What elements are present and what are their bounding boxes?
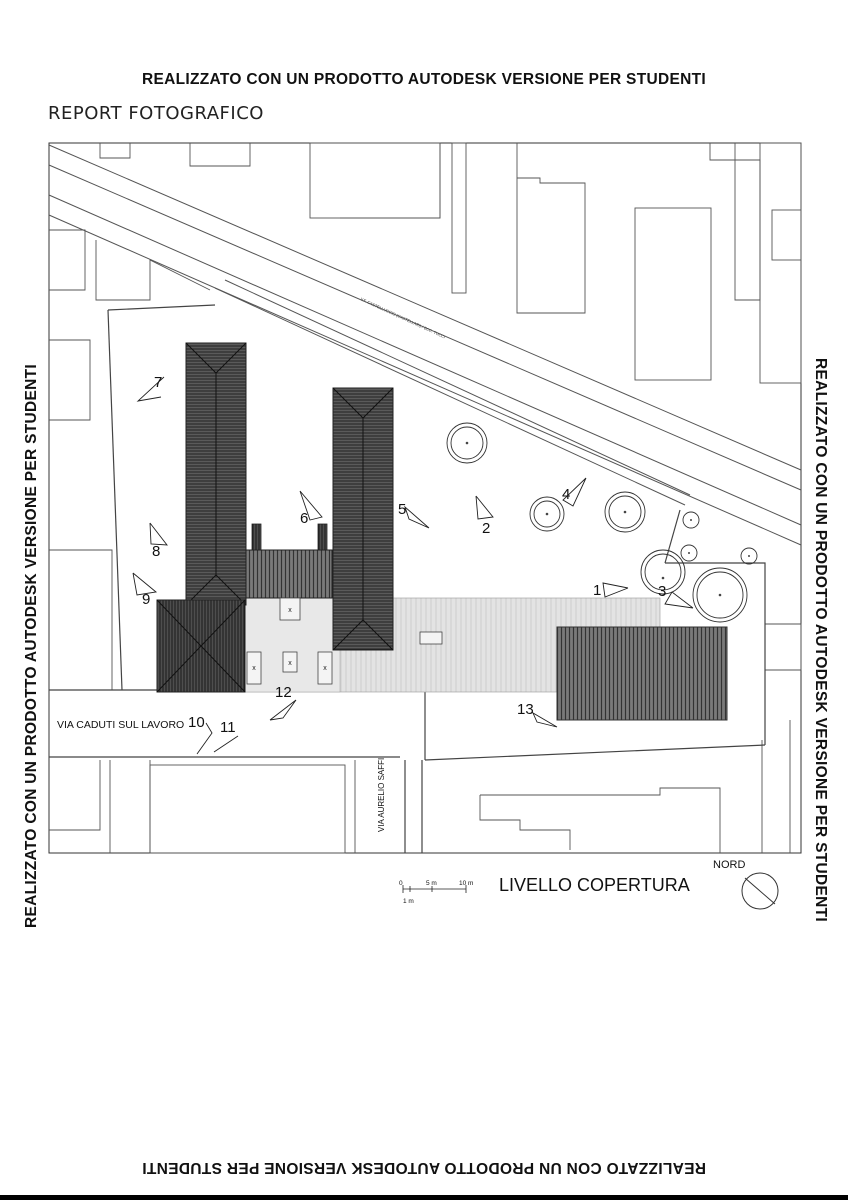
- trees: [446, 422, 758, 623]
- photo-point-7: 7: [154, 374, 162, 391]
- diagonal-road: [48, 144, 802, 546]
- surrounding-buildings: [49, 142, 802, 854]
- skylights: [246, 597, 443, 685]
- photo-point-10: 10: [188, 714, 205, 731]
- page-bottom-border: [0, 1195, 848, 1200]
- photo-point-13: 13: [517, 701, 534, 718]
- photo-point-8: 8: [152, 543, 160, 560]
- svg-text:x: x: [323, 665, 327, 672]
- street-diagonal-label: V.F. CASTELLUCCIO (CASTELLARI) / ECC. TU…: [360, 296, 446, 339]
- street-caduti-label: VIA CADUTI SUL LAVORO: [57, 719, 184, 731]
- view-cones: [132, 376, 694, 755]
- scale-label-5: 5 m: [426, 880, 437, 887]
- photo-point-3: 3: [658, 583, 666, 600]
- scale-label-10: 10 m: [459, 880, 473, 887]
- view-cone-3: [664, 591, 694, 609]
- view-cone-9: [132, 572, 158, 596]
- photo-point-6: 6: [300, 510, 308, 527]
- view-cone-5: [404, 505, 430, 529]
- scale-bar: 0 5 m 10 m 1 m: [399, 880, 473, 905]
- view-cone-8: [149, 522, 168, 546]
- roofs: [156, 342, 728, 721]
- street-saffi-label: VIA AURELIO SAFFI: [377, 758, 386, 832]
- photo-point-12: 12: [275, 684, 292, 701]
- north-arrow: NORD: [713, 859, 779, 910]
- photo-point-4: 4: [562, 486, 570, 503]
- watermark-top: REALIZZATO CON UN PRODOTTO AUTODESK VERS…: [142, 71, 706, 88]
- svg-text:x: x: [288, 660, 292, 667]
- svg-text:x: x: [252, 665, 256, 672]
- north-label: NORD: [713, 859, 745, 871]
- photo-point-2: 2: [482, 520, 490, 537]
- view-cone-6: [299, 490, 323, 521]
- view-cone-7: [136, 376, 165, 402]
- photo-point-9: 9: [142, 591, 150, 608]
- photo-point-11: 11: [220, 719, 236, 736]
- level-title: LIVELLO COPERTURA: [499, 875, 690, 895]
- view-cone-10: [196, 722, 213, 755]
- svg-text:x: x: [288, 607, 292, 614]
- view-cone-2: [475, 495, 494, 520]
- view-cone-13: [532, 711, 558, 728]
- view-cone-1: [602, 582, 629, 598]
- view-cone-11: [213, 735, 239, 753]
- view-cone-12: [269, 699, 297, 721]
- scale-label-0: 0: [399, 880, 403, 887]
- view-cone-4: [562, 477, 587, 507]
- report-title: REPORT FOTOGRAFICO: [48, 103, 264, 124]
- photo-point-5: 5: [398, 501, 406, 518]
- scale-label-1: 1 m: [403, 898, 414, 905]
- photo-point-1: 1: [593, 582, 601, 599]
